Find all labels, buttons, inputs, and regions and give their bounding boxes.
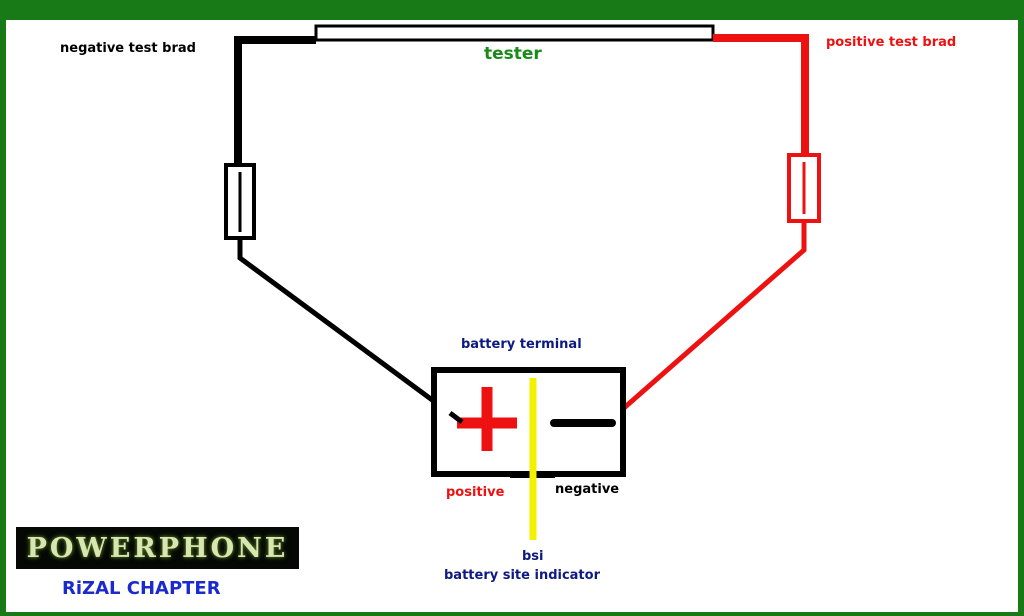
- positive-test-brad-label: positive test brad: [826, 35, 957, 50]
- tester-body: [314, 24, 715, 42]
- rizal-chapter-label: RiZAL CHAPTER: [62, 578, 221, 599]
- bsi-full-label: battery site indicator: [444, 568, 600, 583]
- positive-wire-top: [713, 34, 809, 155]
- bsi-label: bsi: [522, 549, 544, 564]
- negative-wire-top: [234, 36, 316, 165]
- negative-test-brad-label: negative test brad: [60, 41, 196, 56]
- battery-terminal-label: battery terminal: [461, 337, 582, 352]
- negative-wire-bottom: [237, 238, 464, 425]
- positive-wire-bottom: [606, 221, 807, 424]
- negative-label: negative: [555, 482, 620, 497]
- diagram-canvas: [6, 20, 1018, 612]
- powerphone-logo: POWERPHONE: [16, 527, 299, 569]
- logo-text: POWERPHONE: [26, 532, 289, 564]
- tester-label: tester: [484, 44, 542, 64]
- positive-label: positive: [446, 485, 505, 500]
